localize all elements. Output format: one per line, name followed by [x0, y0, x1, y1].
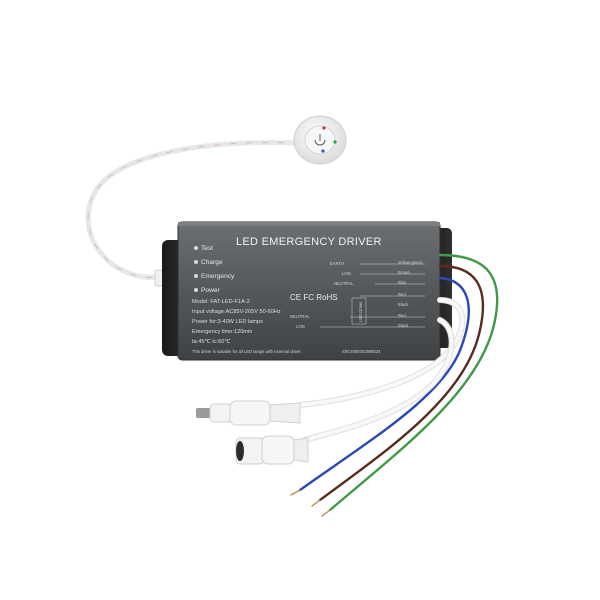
compatibility-note: This driver is suitable for all LED lamp… [192, 349, 302, 354]
svg-text:Brown: Brown [398, 270, 411, 275]
spec-list: Model: FAT-LED-F1A-2 Input voltage:AC85V… [192, 299, 281, 345]
red-led-icon [322, 126, 326, 130]
indicator-list: Test Charge Emergency Power [194, 245, 235, 294]
svg-text:NEUTRAL: NEUTRAL [334, 281, 354, 286]
spec-power: Power for:3-40W LED lamps [192, 319, 263, 325]
output-wires [290, 253, 499, 517]
svg-text:EARTH: EARTH [330, 261, 344, 266]
svg-text:NEUTRAL: NEUTRAL [290, 314, 310, 319]
dc-cables [297, 297, 466, 443]
wire-green [328, 253, 499, 512]
test-sensor[interactable] [293, 115, 347, 165]
wire-brown [318, 264, 485, 502]
wiring-diagram [320, 263, 425, 328]
svg-text:Red: Red [398, 313, 406, 318]
dc-plug-female [235, 435, 309, 465]
svg-text:Black: Black [398, 302, 409, 307]
svg-text:Black: Black [398, 323, 409, 328]
svg-text:Red: Red [398, 292, 406, 297]
spec-model: Model: FAT-LED-F1A-2 [192, 299, 250, 305]
side-label: LED Driver [358, 301, 363, 322]
product-title: LED EMERGENCY DRIVER [236, 236, 382, 248]
wiring-labels: EARTH Yellow-green LIVE Brown NEUTRAL Bl… [290, 260, 423, 329]
indicator-power: Power [201, 287, 220, 294]
spec-time: Emergency time:120min [192, 329, 252, 335]
svg-text:LIVE: LIVE [296, 324, 305, 329]
indicator-emergency: Emergency [201, 273, 235, 280]
wire-blue [298, 276, 470, 492]
spec-temp: ta:45℃ tc:60℃ [192, 339, 231, 345]
svg-text:Yellow-green: Yellow-green [398, 260, 423, 265]
dc-plug-male [196, 400, 301, 426]
power-symbol-icon [314, 139, 326, 146]
driver-case [162, 221, 452, 361]
serial-number: S/N:2009201908024 [342, 349, 381, 354]
svg-text:LIVE: LIVE [342, 271, 351, 276]
indicator-charge: Charge [201, 259, 223, 266]
indicator-test: Test [201, 245, 213, 252]
green-led-icon [333, 140, 337, 144]
certification-marks: CE FC RoHS [290, 293, 338, 302]
blue-led-icon [321, 149, 325, 153]
svg-text:Blue: Blue [398, 280, 407, 285]
spec-input: Input voltage:AC85V-265V 50-60Hz [192, 309, 281, 315]
